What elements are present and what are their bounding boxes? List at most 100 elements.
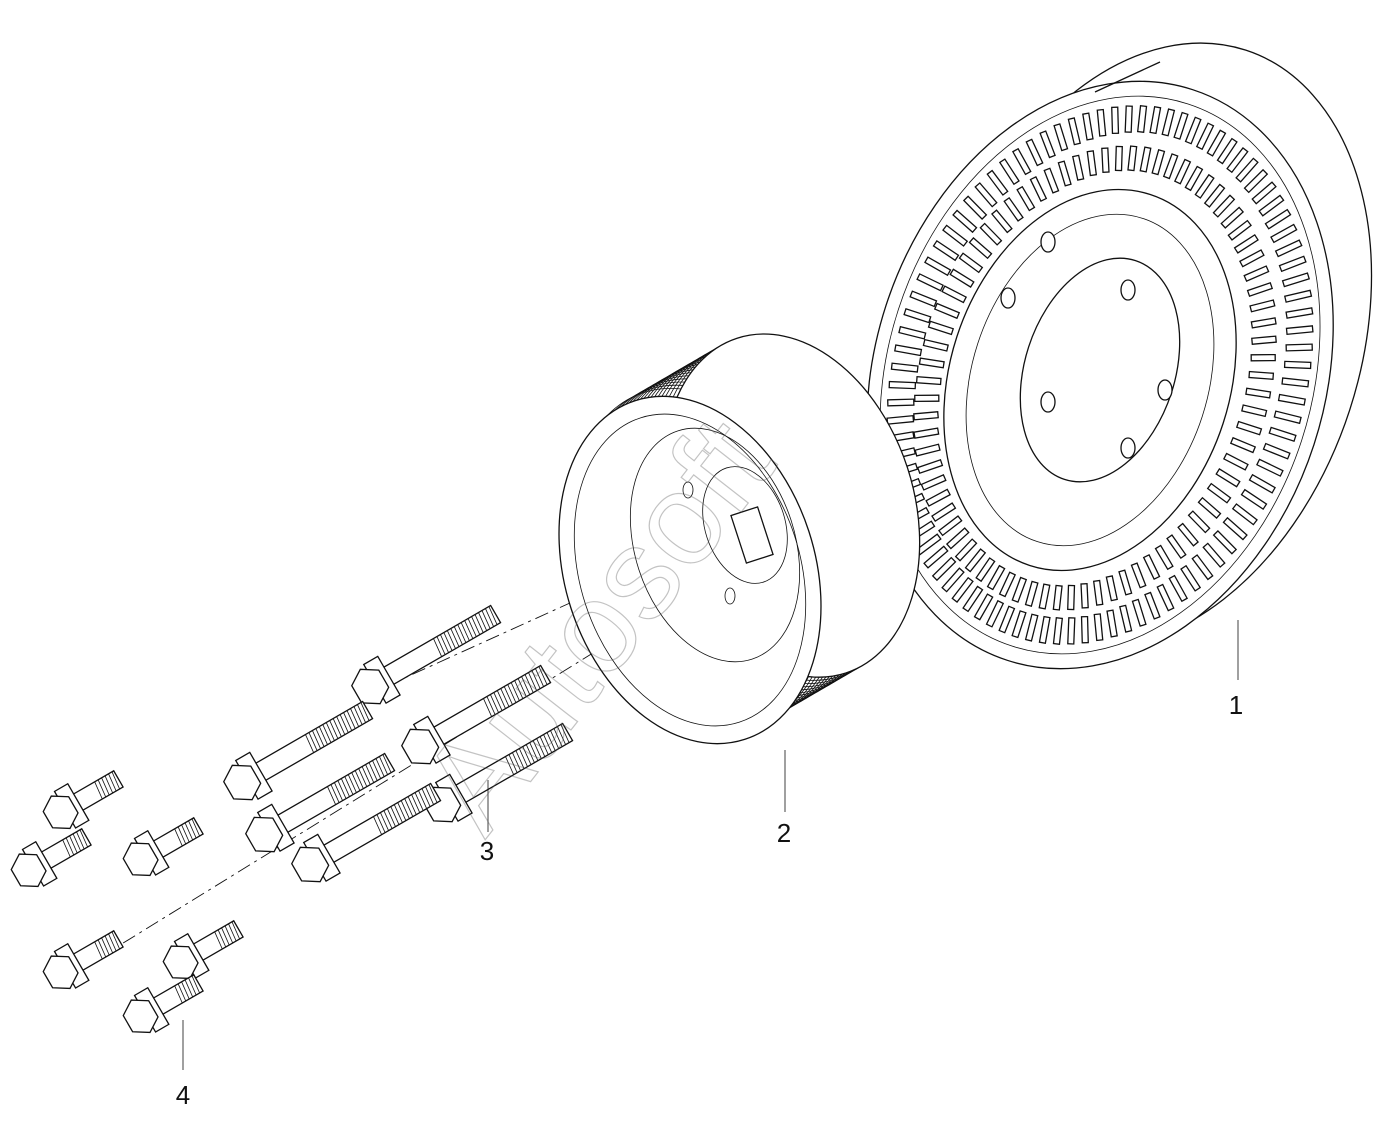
- bolt-thread: [318, 726, 328, 745]
- pulley-hub: [702, 466, 788, 584]
- bolt-thread: [397, 802, 407, 821]
- bolt-thread: [488, 606, 498, 625]
- damper-tooth: [1248, 370, 1275, 380]
- bolt-thread: [411, 794, 421, 813]
- damper-tooth: [898, 325, 927, 340]
- damper-tooth: [1235, 157, 1259, 183]
- pulley-hole-1: [682, 481, 694, 499]
- bolt-thread: [315, 728, 325, 747]
- damper-tooth: [1092, 579, 1104, 606]
- damper-tooth: [1043, 167, 1060, 194]
- bolt-thread: [546, 732, 556, 751]
- damper-tooth: [1142, 554, 1161, 580]
- bolt-thread: [346, 710, 356, 729]
- bolt-thread: [191, 975, 200, 994]
- damper-tooth: [1212, 530, 1238, 555]
- bolt-thread: [550, 730, 560, 749]
- damper-tooth: [1136, 105, 1148, 133]
- damper-tooth: [1127, 145, 1138, 172]
- damper-tooth: [1277, 393, 1306, 406]
- bolt-hole: [1040, 391, 1056, 413]
- damper-tooth: [986, 169, 1009, 196]
- damper-tooth: [923, 545, 949, 569]
- damper-tooth: [1180, 564, 1202, 592]
- bolt-thread: [518, 748, 528, 767]
- bolt-thread: [312, 730, 321, 749]
- damper-tooth: [1024, 580, 1039, 607]
- damper-bolt-holes: [1000, 231, 1173, 459]
- damper-tooth: [1239, 249, 1265, 268]
- damper-tooth: [1118, 569, 1133, 596]
- long-bolt: [245, 752, 396, 853]
- damper-tooth: [1067, 117, 1081, 146]
- damper-tooth: [933, 302, 961, 320]
- damper-tooth: [1283, 289, 1313, 303]
- short-bolt: [10, 827, 92, 888]
- bolt-thread: [436, 636, 446, 655]
- bolt-hex-head: [42, 795, 79, 830]
- damper-tooth: [1248, 473, 1276, 494]
- bolt-thread: [365, 764, 375, 783]
- damper-tooth: [1173, 111, 1189, 140]
- damper-tooth: [1162, 153, 1179, 180]
- damper-tooth: [945, 527, 970, 550]
- bolt-thread: [360, 702, 370, 721]
- bolt-thread: [339, 714, 349, 733]
- damper-tooth: [998, 158, 1020, 186]
- damper-tooth: [1203, 183, 1226, 208]
- bolt-thread: [376, 814, 386, 833]
- damper-tooth: [1052, 584, 1063, 611]
- bolt-hex-head: [351, 668, 390, 705]
- damper-tooth: [951, 576, 974, 603]
- bolt-thread: [393, 804, 403, 823]
- damper-tooth: [1206, 482, 1232, 504]
- bolt-thread: [354, 770, 364, 789]
- bolt-thread: [344, 776, 354, 795]
- long-bolt-group: [223, 604, 574, 883]
- damper-tooth: [1166, 534, 1187, 560]
- damper-tooth: [1184, 165, 1204, 192]
- bolt-thread: [515, 750, 525, 769]
- bolt-thread: [382, 754, 392, 773]
- bolt-thread: [531, 670, 541, 689]
- bolt-thread: [72, 833, 82, 852]
- bolt-thread: [474, 614, 484, 633]
- damper-tooth: [916, 458, 944, 475]
- damper-tooth: [915, 376, 942, 386]
- damper-tooth: [962, 585, 984, 613]
- damper-tooth: [1057, 160, 1072, 187]
- damper-tooth: [909, 290, 938, 308]
- pulley-front-rim: [558, 395, 822, 745]
- damper-tooth: [1038, 583, 1051, 610]
- bolt-thread: [471, 616, 481, 635]
- bolt-thread: [188, 977, 197, 996]
- damper-tooth: [1038, 615, 1051, 644]
- damper-tooth: [1285, 343, 1313, 352]
- damper-tooth: [1206, 129, 1227, 157]
- bolt-thread: [522, 746, 532, 765]
- damper-tooth: [1053, 123, 1069, 152]
- damper-tooth: [986, 564, 1006, 591]
- bolt-thread: [500, 688, 510, 707]
- bolt-thread: [79, 829, 88, 848]
- bolt-thread: [453, 626, 463, 645]
- damper-tooth: [1222, 516, 1248, 541]
- bolt-thread: [65, 837, 75, 856]
- damper-tooth: [1243, 265, 1270, 282]
- bolt-thread: [557, 726, 566, 745]
- damper-tooth: [1215, 468, 1241, 488]
- bolt-thread: [111, 931, 120, 950]
- damper-tooth: [941, 285, 968, 304]
- damper-tooth: [1202, 542, 1226, 568]
- bolt-thread: [101, 937, 110, 956]
- damper-tooth: [1231, 503, 1258, 526]
- bolt-thread: [334, 782, 343, 801]
- bolt-thread: [400, 800, 410, 819]
- damper-tooth: [1025, 138, 1044, 167]
- bolt-thread: [536, 738, 546, 757]
- bolt-hole: [1040, 231, 1056, 253]
- bolt-thread: [514, 680, 524, 699]
- damper-tooth: [1285, 307, 1314, 319]
- bolt-thread: [485, 608, 494, 627]
